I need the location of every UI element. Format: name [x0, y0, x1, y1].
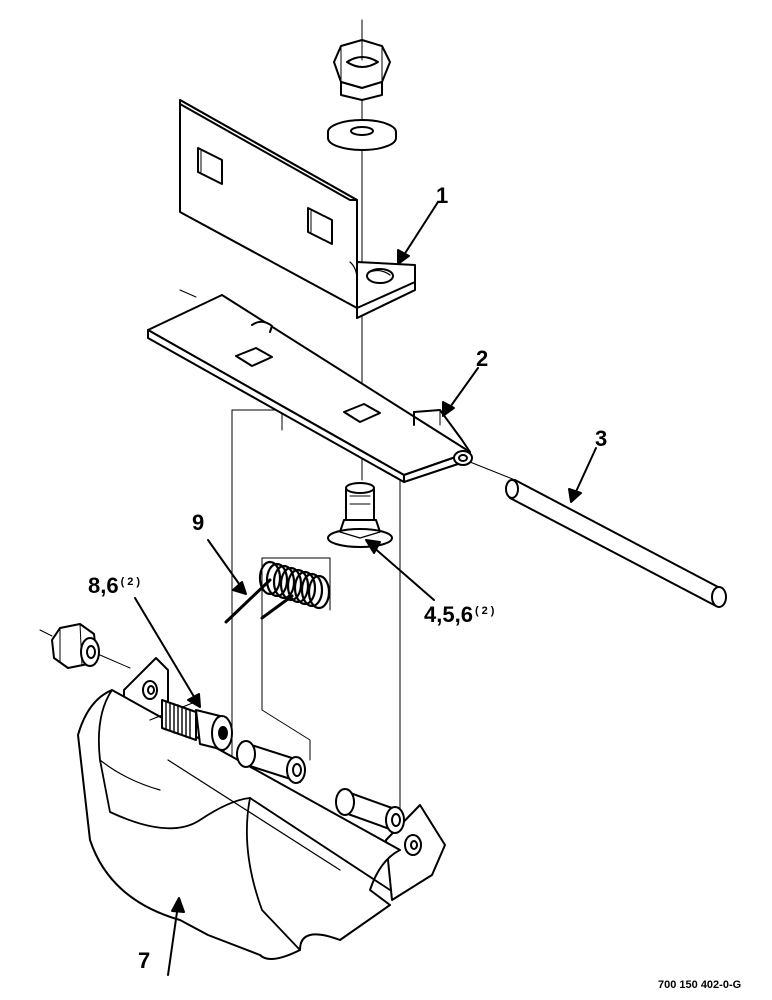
angle-bracket [179, 99, 416, 319]
top-hex-nut [333, 39, 391, 101]
spring-mount-outline [261, 557, 331, 761]
upper-roller [236, 740, 306, 784]
cap-screw [161, 699, 233, 751]
hinge-pin [505, 479, 727, 608]
drawing-number: 700 150 402-0-G [658, 979, 742, 991]
torsion-spring [224, 560, 331, 624]
side-hex-nut [51, 623, 100, 669]
callout-2: 2 [476, 346, 489, 371]
callout-8-6: 8,6(2) [88, 573, 144, 598]
top-flat-washer [327, 119, 397, 151]
leader-lines [134, 201, 597, 976]
callout-4-5-6-quantity: (2) [474, 605, 498, 617]
callout-7: 7 [138, 948, 151, 973]
callout-3: 3 [595, 426, 608, 451]
callout-1: 1 [436, 183, 449, 208]
lower-roller [335, 788, 405, 834]
carriage-bolt [327, 482, 393, 548]
callout-9: 9 [192, 510, 205, 535]
callout-4-5-6: 4,5,6(2) [424, 602, 498, 627]
callout-8-6-quantity: (2) [120, 576, 144, 588]
latch-plate [147, 294, 473, 483]
